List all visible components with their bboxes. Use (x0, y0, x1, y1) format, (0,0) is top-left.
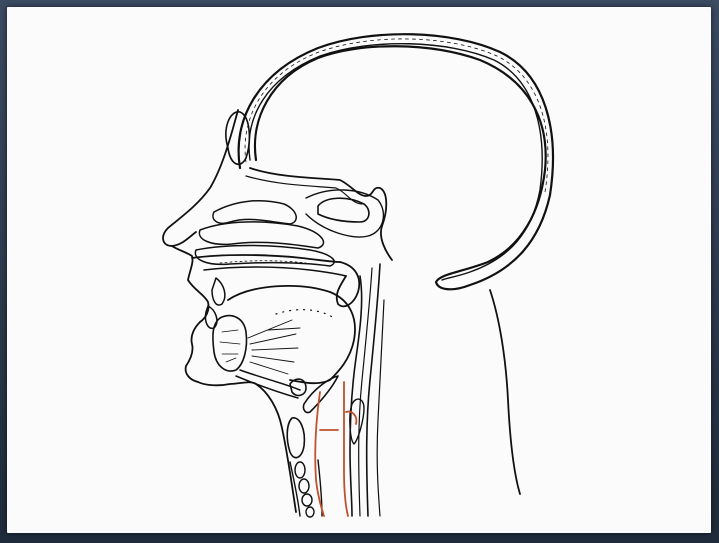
neck-front-contour (256, 384, 296, 512)
skull-outer-contour (239, 34, 553, 289)
nose-outline (172, 246, 193, 280)
head-sagittal-section-diagram (7, 7, 711, 533)
superior-turbinate (213, 201, 296, 224)
thyroid-cartilage (287, 418, 304, 458)
highlighted-airway-posterior (344, 382, 348, 516)
trachea-rings (295, 462, 314, 517)
hard-palate-lower (204, 267, 346, 276)
highlighted-airway-anterior (315, 392, 324, 516)
lower-lip (186, 322, 200, 382)
diagram-canvas (7, 7, 711, 533)
tongue-dorsum-dots (276, 310, 334, 318)
posterior-neck-contour (490, 290, 520, 494)
upper-incisor (212, 278, 225, 305)
soft-palate (337, 262, 359, 306)
tongue-muscle-fibers (248, 320, 300, 374)
chin (198, 382, 256, 385)
mandible-trabecular (220, 330, 240, 362)
esophagus-line (377, 300, 384, 516)
sphenoid-sinus (318, 198, 369, 222)
middle-turbinate (199, 222, 323, 248)
prevertebral-line-inner (359, 268, 372, 516)
epiglottis (303, 376, 338, 413)
